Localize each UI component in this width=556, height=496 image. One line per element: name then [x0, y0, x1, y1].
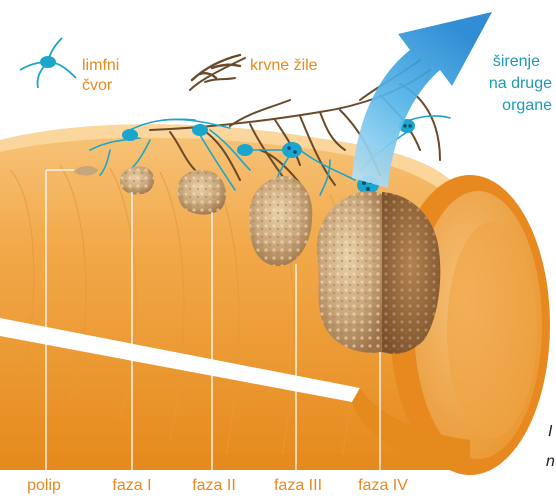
cropped-text-line2: n: [546, 453, 555, 470]
cropped-text-line1: I: [548, 423, 553, 440]
lymph-node: [237, 144, 253, 156]
lymph-node: [122, 129, 138, 141]
stage-label-faza-4: faza IV: [358, 477, 408, 494]
colon-tube: [0, 124, 550, 475]
spread-label-line1: širenje: [493, 53, 540, 70]
blood-vessel-icon: [192, 55, 240, 80]
spread-label-line2: na druge: [489, 75, 552, 92]
stage-label-polip: polip: [27, 477, 61, 494]
stage-label-faza-3: faza III: [274, 477, 322, 494]
lymph-node: [192, 124, 208, 136]
stage-label-faza-2: faza II: [192, 477, 236, 494]
lymph-node-label-line2: čvor: [82, 77, 113, 94]
spread-arrow: [352, 12, 492, 188]
colon-opening-inner: [447, 222, 537, 438]
blood-vessels-label: krvne žile: [250, 57, 318, 74]
colon-bottom: [0, 455, 470, 470]
lymph-node-label-line1: limfni: [82, 57, 119, 74]
lymph-node-icon: [20, 38, 76, 88]
lymph-node: [282, 142, 302, 158]
spread-label-line3: organe: [502, 97, 552, 114]
stage-label-faza-1: faza I: [112, 477, 151, 494]
